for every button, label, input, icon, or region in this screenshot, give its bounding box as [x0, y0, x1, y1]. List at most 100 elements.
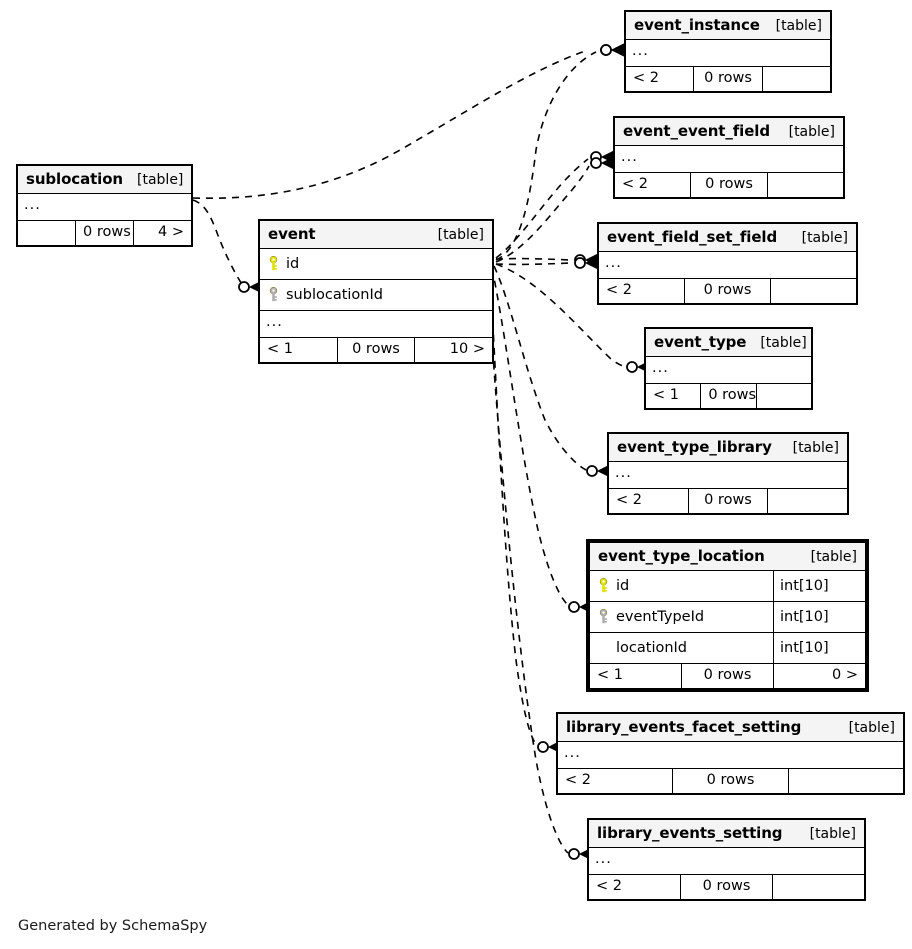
- cardinality-zero-marker: [600, 44, 612, 56]
- relationship-edge-rel-event-event_field_set_field-b: [495, 262, 571, 266]
- table-name: sublocation: [26, 170, 124, 188]
- cardinality-zero-marker: [568, 848, 580, 860]
- child-relations-count: [761, 66, 832, 92]
- more-columns-ellipsis: ...: [645, 356, 812, 384]
- column-name: locationId: [616, 639, 688, 656]
- relationship-edge-rel-event-event_type_library: [493, 265, 587, 471]
- relationship-edge-rel-event-event_type_location: [491, 267, 569, 606]
- primary-key-icon: [598, 578, 609, 593]
- more-columns-ellipsis: ...: [17, 193, 192, 221]
- more-columns-ellipsis: ...: [557, 741, 904, 769]
- table-header-row: sublocation [table]: [17, 165, 192, 194]
- column-type-cell: int[10]: [773, 570, 866, 602]
- column-row[interactable]: sublocationId: [259, 279, 493, 311]
- child-relations-count: [766, 172, 845, 198]
- table-name: event_type: [654, 333, 747, 351]
- more-columns-row: ...: [645, 356, 812, 384]
- row-count: 0 rows: [700, 383, 757, 409]
- table-grid: library_events_facet_setting[table]...< …: [556, 713, 905, 794]
- table-header-cell: event_field_set_field[table]: [598, 223, 857, 252]
- cardinality-zero-marker: [537, 741, 549, 753]
- table-node-library_events_facet_setting[interactable]: library_events_facet_setting[table]...< …: [556, 712, 905, 795]
- more-columns-row: ...: [588, 847, 865, 875]
- column-name: id: [616, 577, 630, 594]
- row-count: 0 rows: [336, 337, 416, 363]
- more-columns-ellipsis: ...: [614, 145, 844, 173]
- table-type-tag: [table]: [775, 18, 822, 34]
- column-name-cell: id: [259, 248, 493, 280]
- column-name-cell: sublocationId: [259, 279, 493, 311]
- column-name-cell: eventTypeId: [589, 601, 774, 633]
- relationship-edge-rel-event-event_instance: [495, 51, 597, 261]
- table-header-row: event_field_set_field[table]: [598, 223, 857, 252]
- column-row[interactable]: locationId int[10]: [589, 632, 866, 664]
- row-count: 0 rows: [680, 874, 773, 900]
- parent-relations-count: < 1: [589, 663, 682, 689]
- table-header-row: event_type_library[table]: [608, 433, 848, 462]
- table-type-tag: [table]: [810, 549, 857, 565]
- row-count: 0 rows: [684, 278, 771, 304]
- cardinality-zero-marker: [626, 361, 638, 373]
- relationship-edge-rel-event-event_event_field-b: [495, 165, 590, 263]
- table-header-cell: event_type_location[table]: [589, 542, 866, 571]
- table-header-cell: event_instance [table]: [625, 11, 831, 40]
- relationship-edge-rel-event-event_field_set_field-a: [495, 257, 571, 261]
- table-type-tag: [table]: [137, 172, 184, 188]
- row-count: 0 rows: [687, 488, 769, 514]
- more-columns-ellipsis: ...: [259, 310, 493, 338]
- table-header-row: event_type[table]: [645, 328, 812, 357]
- column-row[interactable]: id int[10]: [589, 570, 866, 602]
- column-type-cell: int[10]: [773, 632, 866, 664]
- foreign-key-icon: [598, 609, 609, 624]
- foreign-key-icon: [268, 287, 279, 302]
- more-columns-row: ...: [598, 251, 857, 279]
- table-type-tag: [table]: [437, 227, 484, 243]
- cardinality-zero-marker: [590, 151, 602, 163]
- table-type-tag: [table]: [801, 230, 848, 246]
- parent-relations-count: < 1: [259, 337, 338, 363]
- table-header-cell: event[table]: [259, 220, 493, 249]
- column-name: sublocationId: [286, 286, 383, 303]
- relationship-edge-rel-sublocation-event_instance: [192, 49, 589, 200]
- child-relations-count: [772, 874, 865, 900]
- table-header-cell: event_type[table]: [645, 328, 812, 357]
- table-header-row: event_instance [table]: [625, 11, 831, 40]
- table-header-cell: event_event_field[table]: [614, 117, 844, 146]
- child-relations-count: [767, 488, 848, 514]
- more-columns-row: ...: [17, 193, 192, 221]
- table-header-cell: library_events_setting[table]: [588, 819, 865, 848]
- table-type-tag: [table]: [809, 826, 856, 842]
- table-header-row: library_events_setting[table]: [588, 819, 865, 848]
- column-name-cell: id: [589, 570, 774, 602]
- table-type-tag: [table]: [792, 440, 839, 456]
- column-name: eventTypeId: [616, 608, 705, 625]
- table-name: event_instance: [634, 16, 760, 34]
- child-relations-count: 10 >: [414, 337, 493, 363]
- no-key-spacer: [598, 640, 609, 655]
- row-count: 0 rows: [672, 768, 789, 794]
- column-row[interactable]: id: [259, 248, 493, 280]
